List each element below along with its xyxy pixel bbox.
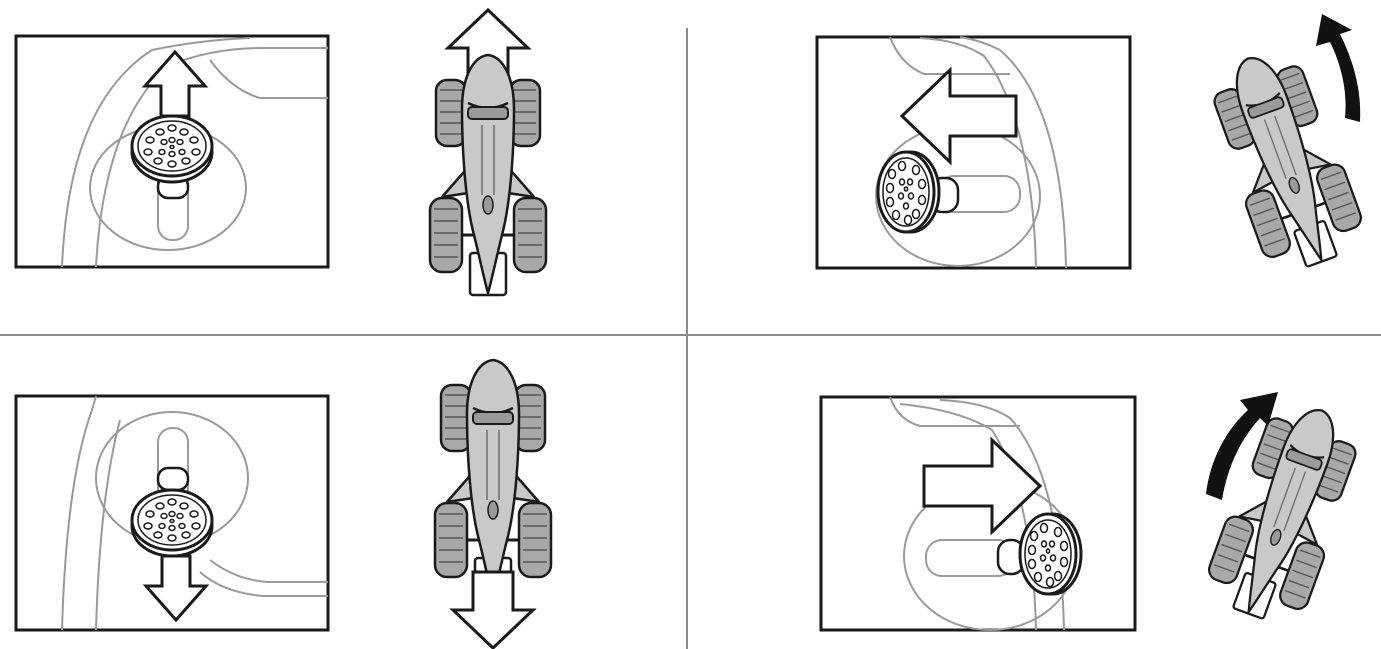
curved-turn-arrow-icon [1316, 14, 1361, 122]
panel-forward [14, 7, 548, 297]
joystick-knob-icon [130, 488, 214, 558]
car-motion-arrow-backward [449, 570, 537, 649]
joystick-knob-icon [130, 114, 214, 184]
controller-frame-turn-right [819, 395, 1137, 632]
panel-turn-left [815, 14, 1373, 281]
direction-arrow-icon [922, 436, 1043, 536]
panel-reverse [14, 358, 553, 649]
shark-rc-car-icon [1197, 391, 1373, 633]
panel-turn-right [819, 391, 1373, 633]
joystick-knob-icon [1018, 512, 1083, 596]
shark-rc-car-icon [428, 53, 548, 297]
shark-rc-car-icon [433, 358, 553, 602]
curved-turn-arrow-icon [1206, 392, 1278, 500]
direction-arrow-icon [899, 66, 1018, 166]
controller-frame-turn-left [815, 35, 1132, 270]
joystick-knob-icon [876, 150, 941, 234]
